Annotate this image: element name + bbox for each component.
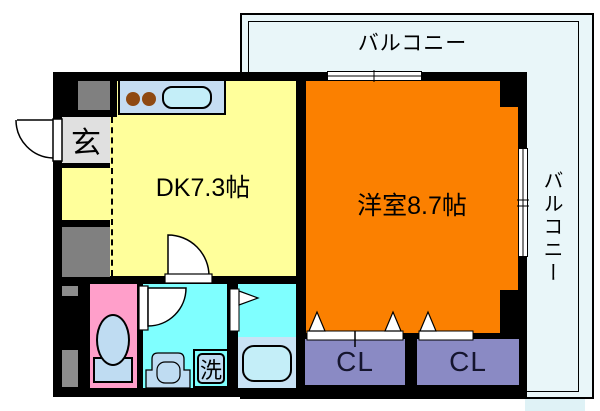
western-room-label: 洋室8.7帖	[357, 192, 467, 220]
balcony-right-label: バルコニー	[540, 169, 562, 285]
bathtub-icon	[242, 345, 292, 382]
window-top-icon	[327, 71, 422, 81]
entrance-label: 玄	[71, 127, 101, 160]
toilet-tank-icon	[93, 357, 133, 383]
genkan-boundary-dashed-line	[111, 117, 117, 276]
pipe-space-1	[62, 286, 78, 296]
window-right-icon	[518, 148, 528, 257]
stove-burner-icon	[142, 92, 156, 106]
closet-1: CL	[305, 339, 405, 385]
room-bathroom	[238, 284, 296, 337]
balcony-top-label: バルコニー	[357, 32, 468, 55]
pipe-space-2	[62, 350, 78, 387]
service-box-mid	[62, 227, 110, 277]
room-western	[306, 81, 500, 333]
balcony-lower-patch	[525, 399, 585, 411]
closet-1-label: CL	[336, 346, 374, 377]
toilet-bowl-icon	[96, 314, 130, 366]
room-entrance: 玄	[62, 117, 110, 163]
dk-room-label: DK7.3帖	[155, 174, 251, 202]
closet-2-label: CL	[449, 346, 487, 377]
room-western-extension	[500, 107, 518, 290]
closet-2: CL	[417, 339, 519, 385]
stove-burner-icon	[126, 92, 140, 106]
washing-machine-label: 洗	[199, 357, 222, 383]
kitchen-sink-icon	[162, 86, 212, 109]
service-box-top	[78, 81, 110, 110]
hall-strip	[62, 168, 110, 220]
washing-machine-label-box: 洗	[197, 353, 225, 384]
